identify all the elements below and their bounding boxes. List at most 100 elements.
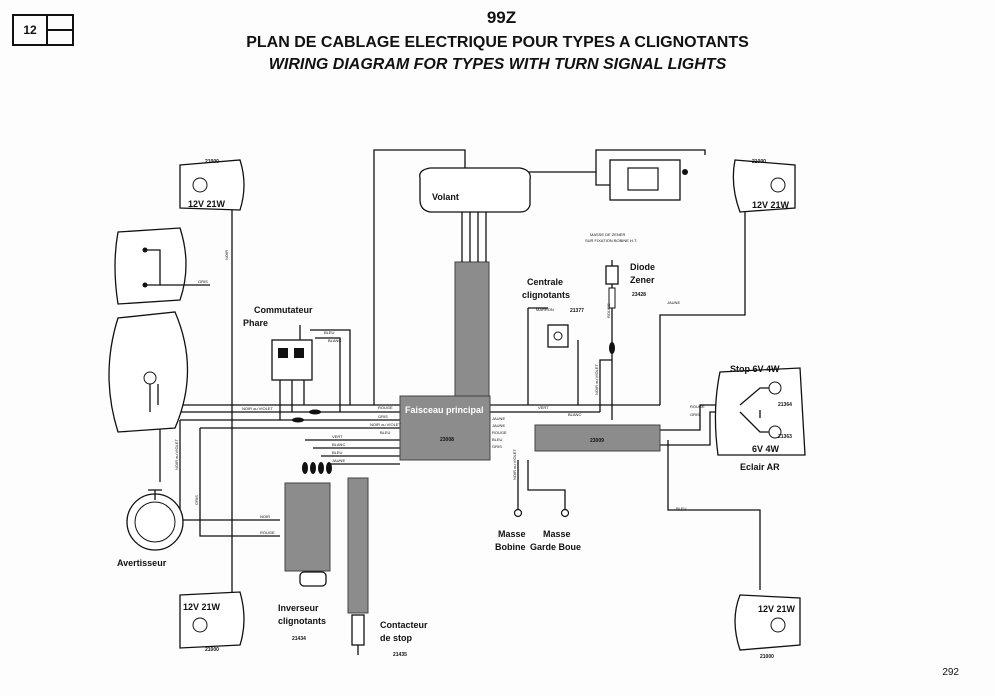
wire-label-jaune-4: JAUNE [667, 300, 680, 305]
headlamp-bulb [143, 371, 157, 385]
harness-main-block [399, 395, 491, 461]
title-english: WIRING DIAGRAM FOR TYPES WITH TURN SIGNA… [268, 56, 727, 73]
contacteur-ref: 21435 [393, 652, 407, 658]
section-divider [48, 29, 72, 31]
diode-stem [608, 287, 616, 309]
eclair-label: Eclair AR [740, 462, 780, 472]
contacteur-label-1: Contacteur [380, 620, 428, 630]
wire-label-noir-violet-4: NOIR ou VIOLET [594, 364, 599, 395]
avertisseur-label: Avertisseur [117, 558, 167, 568]
masse-note-1: MASSE DE ZENER [590, 232, 625, 237]
wire-label-noir-violet-1: NOIR ou VIOLET [242, 406, 273, 411]
wire-label-blanc-1: BLANC [328, 338, 341, 343]
harness-vertical-trunk [454, 261, 490, 403]
masse-garde-terminal [560, 508, 570, 518]
lamp-front-left-label: 12V 21W [188, 199, 226, 209]
stop-eclair-ar: Stop 6V 4W 6V 4W 21364 21363 Eclair AR [714, 364, 806, 472]
inverseur-switch [299, 571, 327, 587]
commutateur-switch-a [278, 348, 288, 358]
inverseur-label-1: Inverseur [278, 603, 319, 613]
position-lamp-wire [145, 249, 161, 286]
wire-label-rouge-4: ROUGE [606, 303, 611, 318]
wire-top-right [526, 149, 706, 173]
masse-points: Masse Bobine Masse Garde Boue [495, 508, 581, 552]
ignition-module [609, 159, 688, 201]
ignition-coil [627, 167, 659, 191]
wire-label-bleu-3: BLEU [332, 450, 343, 455]
lamp-front-right-ref: 21000 [752, 159, 766, 165]
wire-label-gris-2: GRIS [378, 414, 388, 419]
lamp-rear-left-label: 12V 21W [183, 602, 221, 612]
wire-label-rouge-5: ROUGE [690, 404, 705, 409]
title-french: PLAN DE CABLAGE ELECTRIQUE POUR TYPES A … [246, 34, 749, 51]
lamp-rear-right: 12V 21W 21000 [734, 594, 801, 660]
position-lamp-terminal-a [142, 247, 148, 253]
horn-inner [134, 501, 176, 543]
centrale-relay [553, 331, 563, 341]
commutateur-phare: Commutateur Phare [243, 305, 321, 423]
section-number-box: 12 [12, 14, 74, 46]
wire-label-bleu-5: BLEU [676, 506, 687, 511]
stop-label-top: Stop 6V 4W [730, 364, 780, 374]
wire-label-vert-2: VERT [538, 405, 549, 410]
headlamp-assembly [108, 227, 210, 433]
wire-front-right-lamp [659, 210, 746, 405]
wire-label-bleu-4: BLEU [492, 437, 503, 442]
faisceau-ref: 23008 [440, 437, 454, 443]
volant-housing [419, 167, 531, 213]
diode-body [605, 265, 619, 285]
wire-network [159, 149, 761, 605]
lamp-front-right-bulb [770, 177, 786, 193]
contacteur-stop: Contacteur de stop 21435 [351, 614, 428, 658]
wire-horn-rouge [199, 450, 280, 537]
contacteur-label-2: de stop [380, 633, 413, 643]
masse-garde-label-1: Masse [543, 529, 571, 539]
wire-label-noir-violet-2: NOIR ou VIOLET [370, 422, 401, 427]
stop-bulb-top [768, 381, 782, 395]
faisceau-rear-ref: 23009 [590, 438, 604, 444]
commutateur-body [271, 339, 313, 381]
centrale-ref: 21377 [570, 308, 584, 314]
wire-label-jaune-3: JAUNE [492, 423, 505, 428]
stop-label-bottom: 6V 4W [752, 444, 780, 454]
wire-label-rouge-1: ROUGE [378, 405, 393, 410]
masse-bobine-terminal [513, 508, 523, 518]
harness-rear-branch [534, 424, 661, 452]
wire-label-noir-2: NOIR [260, 514, 270, 519]
wire-comm-blanc [315, 337, 341, 412]
main-harness: Faisceau principal 23008 23009 [284, 261, 661, 614]
ignition-terminal [682, 169, 688, 175]
avertisseur: Avertisseur [117, 489, 184, 568]
model-code: 99Z [486, 8, 517, 27]
horn-terminal [148, 489, 162, 500]
inverseur-label-2: clignotants [278, 616, 326, 626]
volant-component: Volant [419, 167, 531, 262]
lamp-rear-left: 12V 21W 21000 [179, 591, 245, 653]
commutateur-connector-b [292, 417, 304, 423]
wire-label-gris-3: GRIS [194, 495, 199, 505]
wire-label-noir-violet-5: NOIR ou VIOLET [512, 449, 517, 480]
wire-ignition [595, 172, 610, 186]
centrale-label-1: Centrale [527, 277, 563, 287]
diode-fuse [609, 342, 615, 354]
inverseur-connector-2 [310, 462, 316, 474]
masse-note-2: SUR FIXATION BOBINE H.T. [585, 238, 637, 243]
wire-label-gris-5: GRIS [690, 412, 700, 417]
diode-label-2: Zener [630, 275, 655, 285]
lamp-front-left-housing [179, 159, 245, 211]
wire-label-blanc-3: BLANC [568, 412, 581, 417]
volant-label: Volant [432, 192, 459, 202]
stop-ref-b: 21363 [778, 434, 792, 440]
wire-label-gris-4: GRIS [492, 444, 502, 449]
contacteur-body [351, 614, 365, 646]
wire-rear-right-lamp [667, 440, 761, 590]
inverseur-clignotants: Inverseur clignotants 21434 [278, 462, 332, 642]
lamp-rear-right-label: 12V 21W [758, 604, 796, 614]
diode-zener: Diode Zener 23428 MASSE DE ZENER SUR FIX… [585, 232, 655, 354]
lamp-front-right-label: 12V 21W [752, 200, 790, 210]
masse-garde-label-2: Garde Boue [530, 542, 581, 552]
harness-inverseur-block [284, 482, 331, 572]
inverseur-connector-3 [318, 462, 324, 474]
lamp-rear-left-bulb [192, 617, 208, 633]
